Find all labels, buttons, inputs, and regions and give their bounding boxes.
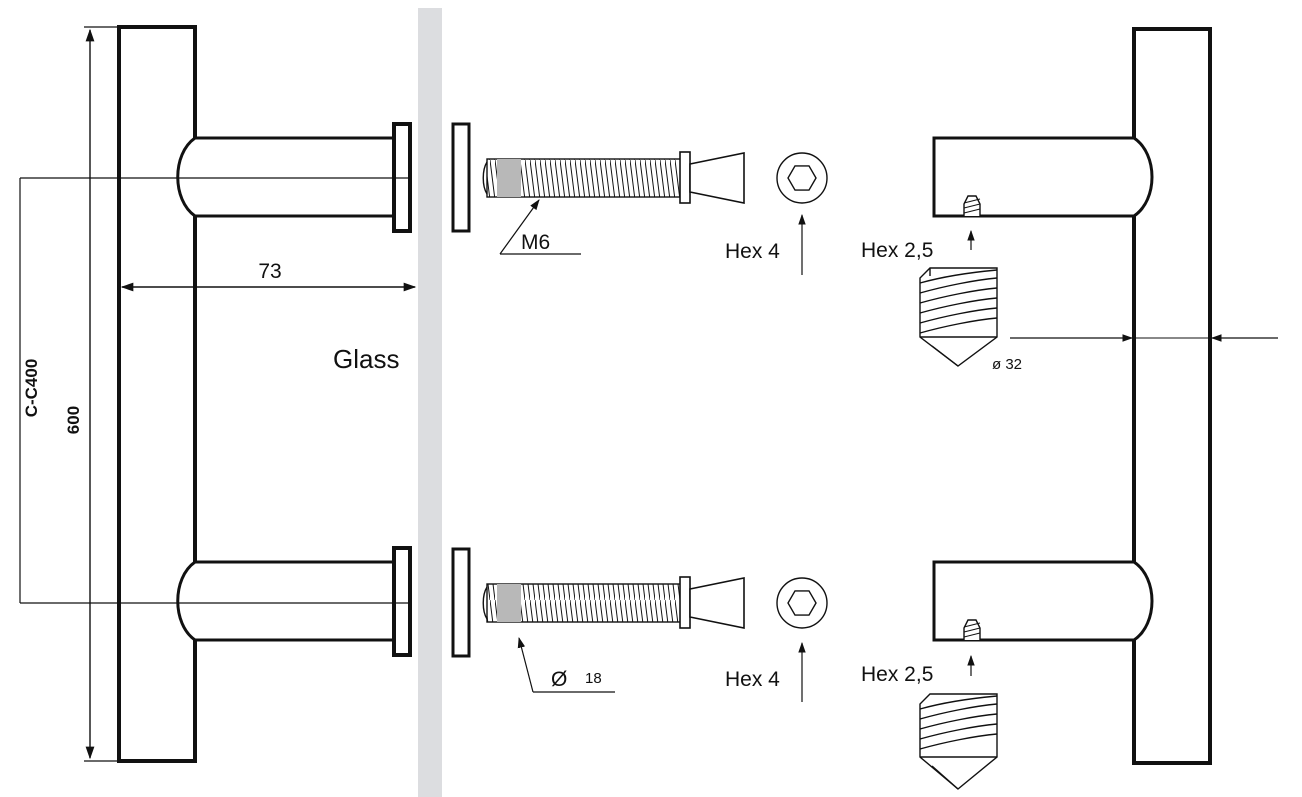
- left-standoff-bottom: [176, 560, 396, 642]
- left-handle-bar: [117, 25, 197, 763]
- hex-socket-view-top: [776, 152, 828, 204]
- spacer-sleeve-top: [497, 159, 521, 197]
- dimension-c-c400-label: C-C400: [22, 359, 41, 418]
- grub-screw-installed-bottom: [963, 619, 981, 640]
- hardware-set-bottom: Ø 18 Hex 4: [451, 547, 828, 702]
- left-handle: [117, 25, 412, 763]
- dimension-c-c400: C-C400: [19, 177, 410, 604]
- right-standoff-top: [932, 136, 1154, 218]
- washer-diameter-value: 18: [585, 670, 602, 687]
- hex-socket-view-bottom: [776, 577, 828, 629]
- right-handle: [932, 27, 1212, 765]
- right-standoff-bottom: [932, 560, 1154, 642]
- right-handle-bar: [1132, 27, 1212, 765]
- bolt-top: [482, 151, 745, 204]
- hex-bolt-label-top: Hex 4: [725, 240, 780, 263]
- thread-label: M6: [521, 231, 550, 254]
- dimension-600-label: 600: [64, 406, 83, 434]
- left-standoff-top: [176, 136, 396, 218]
- hex-grub-label-bottom: Hex 2,5: [861, 663, 933, 686]
- washer-bottom: [451, 547, 471, 658]
- hardware-set-top: M6 Hex 4: [451, 122, 828, 275]
- dimension-diameter-32: ø 32: [992, 334, 1278, 373]
- glass-label: Glass: [333, 344, 399, 374]
- spacer-sleeve-bottom: [497, 584, 521, 622]
- grub-screw-installed-top: [963, 195, 981, 216]
- glass-panel: [418, 8, 442, 797]
- bolt-bottom: [482, 576, 745, 629]
- dimension-600: 600: [64, 26, 119, 762]
- hex-bolt-label-bottom: Hex 4: [725, 668, 780, 691]
- diameter-32-label: ø 32: [992, 356, 1022, 373]
- grub-screw-enlarged-bottom: [919, 693, 998, 790]
- washer-diameter-symbol: Ø: [551, 668, 567, 691]
- dimension-73: 73: [120, 260, 417, 292]
- dimension-73-label: 73: [258, 260, 281, 283]
- grub-screw-enlarged-top: [919, 267, 998, 367]
- left-rosette-bottom: [392, 546, 412, 657]
- washer-top: [451, 122, 471, 233]
- hex-grub-label-top: Hex 2,5: [861, 239, 933, 262]
